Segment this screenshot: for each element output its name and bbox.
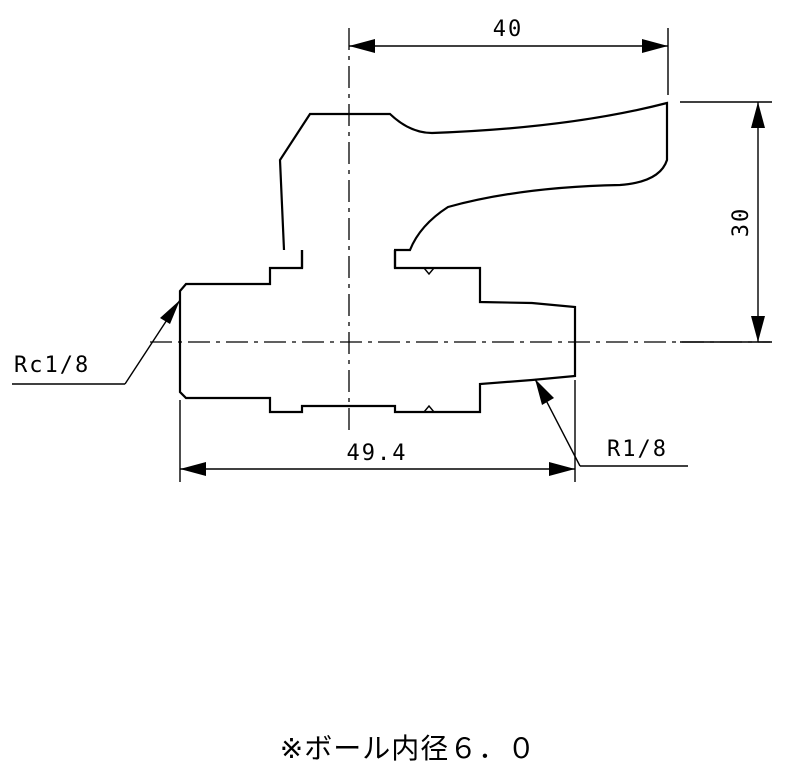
dim-49-arrow-right: [549, 462, 575, 476]
ball-bore-note: ※ボール内径６．０: [280, 732, 536, 765]
nut-notch-bottom: [423, 404, 435, 413]
dim-30-arrow-top: [751, 102, 765, 128]
rc-leader-arrow: [160, 300, 180, 324]
dim-30-label: 30: [729, 207, 754, 238]
dim-40-arrow-right: [642, 39, 668, 53]
r-leader-arrow: [535, 379, 554, 405]
dim-49-arrow-left: [180, 462, 206, 476]
dim-40-label: 40: [493, 17, 524, 42]
rc-thread-label: Rc1/8: [14, 353, 90, 378]
nut-notch-top: [423, 267, 435, 276]
r-thread-label: R1/8: [607, 437, 668, 462]
dim-30-arrow-bottom: [751, 316, 765, 342]
valve-body-top: [178, 250, 577, 414]
handle-lever: [278, 101, 669, 252]
dim-49-label: 49.4: [347, 441, 408, 466]
dim-40-arrow-left: [349, 39, 375, 53]
